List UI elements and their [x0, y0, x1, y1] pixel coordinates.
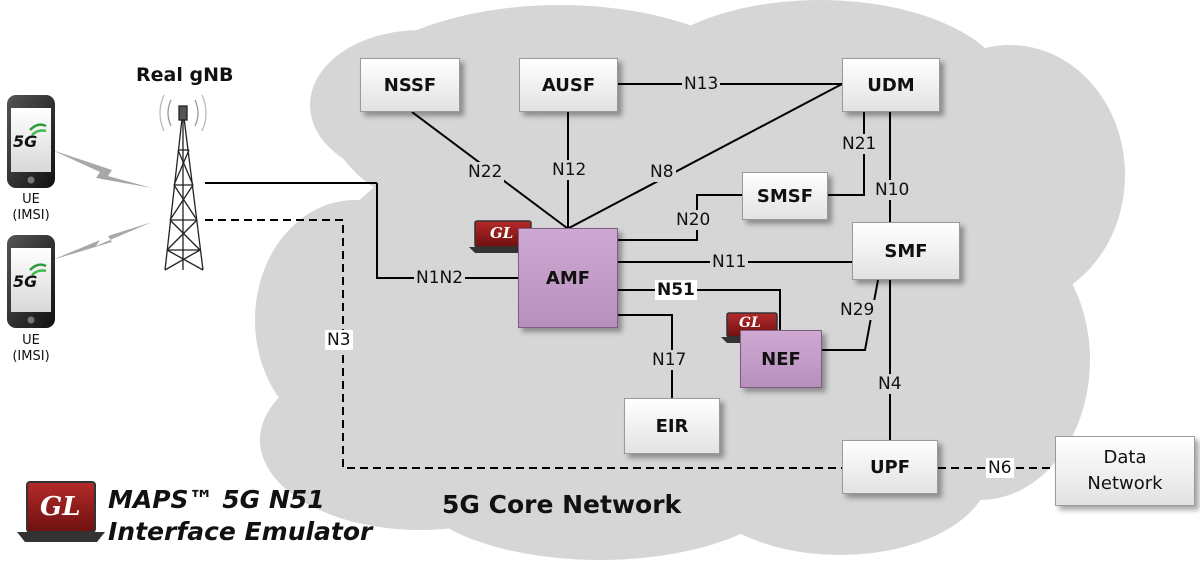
label-n22: N22: [466, 162, 505, 182]
label-n21: N21: [840, 134, 879, 154]
label-n8: N8: [648, 162, 676, 182]
node-smf: SMF: [852, 222, 960, 280]
label-n29: N29: [838, 300, 877, 320]
ue-phone-icon: [7, 95, 55, 188]
node-nef: NEF: [740, 330, 822, 388]
ue-label: UE (IMSI): [12, 192, 50, 223]
ue-phone-icon: [7, 235, 55, 328]
node-smsf: SMSF: [742, 172, 828, 220]
label-n20: N20: [674, 210, 713, 230]
core-network-cloud: [255, 0, 1125, 560]
node-upf: UPF: [842, 440, 938, 494]
label-n4: N4: [876, 374, 904, 394]
gnb-tower-icon: [159, 94, 207, 271]
label-n3: N3: [325, 330, 353, 350]
label-n1n2: N1N2: [414, 268, 466, 288]
wireless-link-icon: [52, 150, 152, 260]
ue-screen-text: 5G: [13, 272, 38, 291]
node-ausf: AUSF: [519, 58, 618, 112]
label-n51: N51: [655, 280, 697, 300]
label-n11: N11: [710, 252, 749, 272]
node-udm: UDM: [842, 58, 940, 112]
label-n6: N6: [986, 458, 1014, 478]
gl-badge-text: GL: [739, 315, 761, 331]
label-n17: N17: [650, 350, 689, 370]
link-n17: [618, 314, 673, 398]
ue-label: UE (IMSI): [12, 333, 50, 364]
link-n8: [568, 83, 843, 229]
ue-screen-text: 5G: [13, 132, 38, 151]
gl-badge-text: GL: [490, 224, 514, 242]
label-n10: N10: [873, 180, 912, 200]
label-n12: N12: [550, 160, 589, 180]
node-amf: AMF: [518, 228, 618, 328]
link-n1n2: [376, 183, 518, 279]
gl-laptop-icon: [17, 481, 105, 542]
node-eir: EIR: [624, 398, 720, 454]
gl-badge-text: GL: [40, 492, 81, 522]
node-nssf: NSSF: [360, 58, 460, 112]
cloud-label: 5G Core Network: [442, 490, 682, 519]
node-data-network: Data Network: [1055, 436, 1195, 506]
gnb-label: Real gNB: [136, 64, 234, 86]
label-n13: N13: [682, 74, 721, 94]
product-title: MAPS™ 5G N51 Interface Emulator: [108, 485, 373, 546]
